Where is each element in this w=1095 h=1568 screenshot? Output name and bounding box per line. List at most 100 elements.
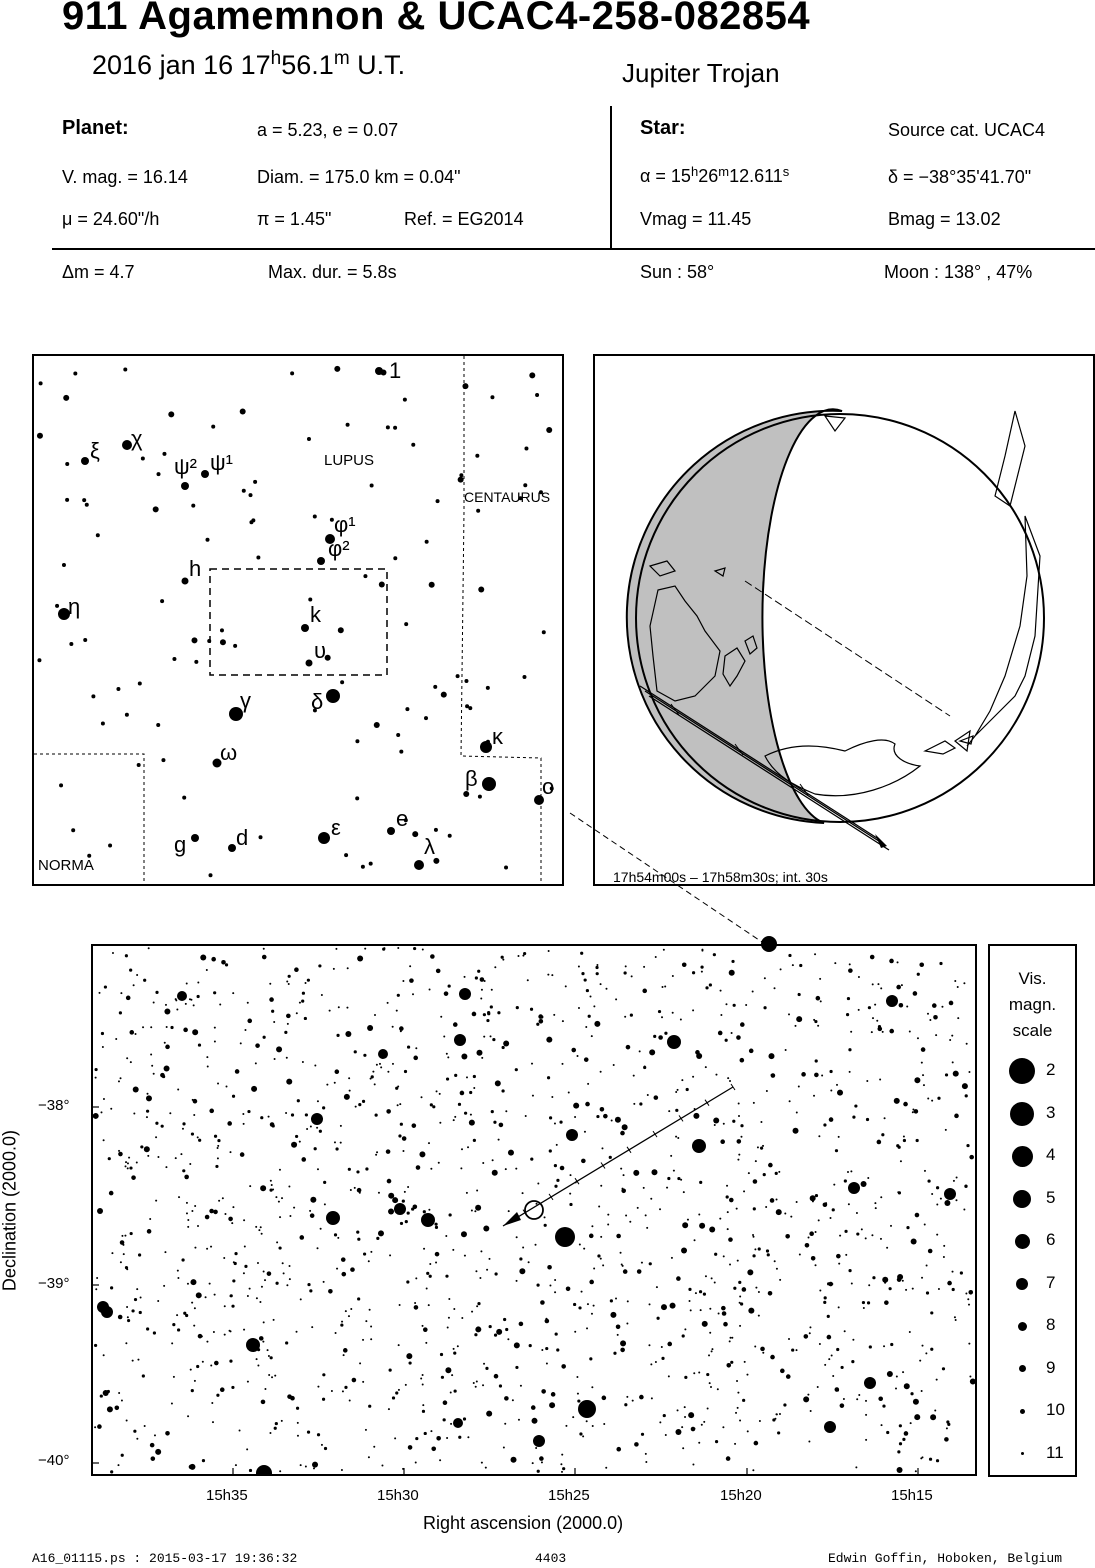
field-star bbox=[143, 978, 147, 982]
field-star bbox=[758, 1420, 761, 1423]
field-star bbox=[735, 1411, 738, 1414]
field-star bbox=[796, 1016, 803, 1023]
field-star bbox=[463, 975, 466, 978]
field-star bbox=[124, 1266, 129, 1270]
field-star bbox=[234, 1464, 237, 1467]
field-star bbox=[614, 1116, 621, 1123]
field-star bbox=[778, 1412, 781, 1415]
field-star bbox=[126, 1057, 129, 1060]
field-star bbox=[754, 1248, 757, 1251]
field-star bbox=[469, 1113, 472, 1116]
field-star bbox=[531, 1417, 538, 1424]
finder-star bbox=[478, 586, 485, 593]
field-star bbox=[129, 1061, 132, 1064]
field-star bbox=[440, 1375, 445, 1379]
field-star bbox=[603, 1423, 606, 1426]
field-star bbox=[816, 1385, 819, 1388]
finder-star bbox=[363, 574, 368, 579]
field-star bbox=[397, 1388, 400, 1391]
field-star bbox=[906, 1005, 909, 1008]
field-star bbox=[886, 1370, 893, 1377]
field-star bbox=[502, 1446, 505, 1449]
field-star bbox=[632, 1074, 635, 1077]
field-star bbox=[397, 1085, 400, 1088]
field-star bbox=[164, 1003, 167, 1006]
field-star bbox=[576, 1055, 579, 1058]
field-star bbox=[700, 1423, 703, 1426]
field-star bbox=[491, 1169, 498, 1176]
finder-star-label: k bbox=[310, 602, 322, 627]
field-star bbox=[708, 1354, 711, 1357]
field-star bbox=[287, 983, 290, 986]
field-star bbox=[713, 1281, 716, 1284]
field-star bbox=[582, 1435, 585, 1438]
field-star bbox=[489, 1035, 492, 1038]
field-star bbox=[968, 1303, 971, 1306]
field-star bbox=[747, 1269, 754, 1276]
field-star bbox=[828, 1358, 831, 1361]
field-star bbox=[260, 1185, 267, 1192]
field-star bbox=[854, 1104, 858, 1108]
field-star bbox=[768, 1162, 773, 1168]
field-star bbox=[378, 1062, 381, 1065]
path-tick bbox=[522, 1209, 528, 1216]
field-star bbox=[716, 1388, 719, 1391]
field-star bbox=[936, 1233, 939, 1236]
field-star bbox=[309, 1213, 315, 1218]
field-star bbox=[565, 1286, 571, 1292]
field-star bbox=[858, 1394, 861, 1397]
field-star bbox=[356, 1170, 360, 1174]
field-star bbox=[757, 1291, 760, 1294]
bright-star bbox=[944, 1188, 956, 1200]
finder-star bbox=[61, 562, 66, 567]
field-star bbox=[837, 1135, 840, 1138]
field-star bbox=[589, 1279, 594, 1285]
finder-star bbox=[433, 827, 438, 832]
field-star bbox=[411, 1123, 417, 1128]
field-star bbox=[282, 1272, 285, 1275]
field-star bbox=[482, 1162, 485, 1165]
field-star bbox=[157, 1156, 160, 1159]
field-star bbox=[562, 1467, 566, 1471]
field-star bbox=[725, 1003, 728, 1006]
field-star bbox=[691, 971, 696, 975]
field-star bbox=[247, 1018, 253, 1024]
field-star bbox=[668, 1110, 671, 1113]
field-star bbox=[362, 1338, 365, 1341]
finder-star bbox=[344, 853, 349, 858]
field-star bbox=[354, 1105, 357, 1108]
finder-star bbox=[433, 684, 438, 689]
field-star bbox=[636, 1269, 642, 1274]
planet-vmag: V. mag. = 16.14 bbox=[62, 167, 188, 187]
finder-star-label: ξ bbox=[90, 438, 100, 463]
bright-star bbox=[848, 1182, 860, 1194]
field-star bbox=[556, 1178, 560, 1182]
finder-star bbox=[191, 503, 196, 508]
field-star bbox=[374, 1113, 378, 1117]
field-star bbox=[436, 1435, 441, 1441]
field-star bbox=[119, 1077, 122, 1080]
finder-star bbox=[546, 427, 553, 434]
field-star bbox=[165, 1166, 168, 1169]
field-star bbox=[238, 1429, 241, 1432]
finder-star bbox=[355, 739, 360, 744]
field-star bbox=[768, 1053, 775, 1060]
delta-magnitude: Δm = 4.7 bbox=[62, 262, 135, 282]
field-star bbox=[912, 1398, 919, 1405]
field-star bbox=[775, 1267, 778, 1270]
field-star bbox=[376, 1236, 380, 1240]
finder-star-label: g bbox=[174, 832, 186, 857]
field-star bbox=[699, 1222, 706, 1229]
finder-named-star bbox=[318, 832, 330, 844]
scale-label: 6 bbox=[1046, 1230, 1056, 1249]
field-star bbox=[428, 988, 431, 991]
field-star bbox=[903, 1383, 910, 1390]
field-star bbox=[629, 1220, 632, 1223]
field-star bbox=[357, 1237, 361, 1241]
field-star bbox=[910, 1238, 917, 1245]
field-star bbox=[484, 1466, 487, 1469]
field-star bbox=[206, 1065, 209, 1068]
field-star bbox=[111, 1252, 114, 1255]
